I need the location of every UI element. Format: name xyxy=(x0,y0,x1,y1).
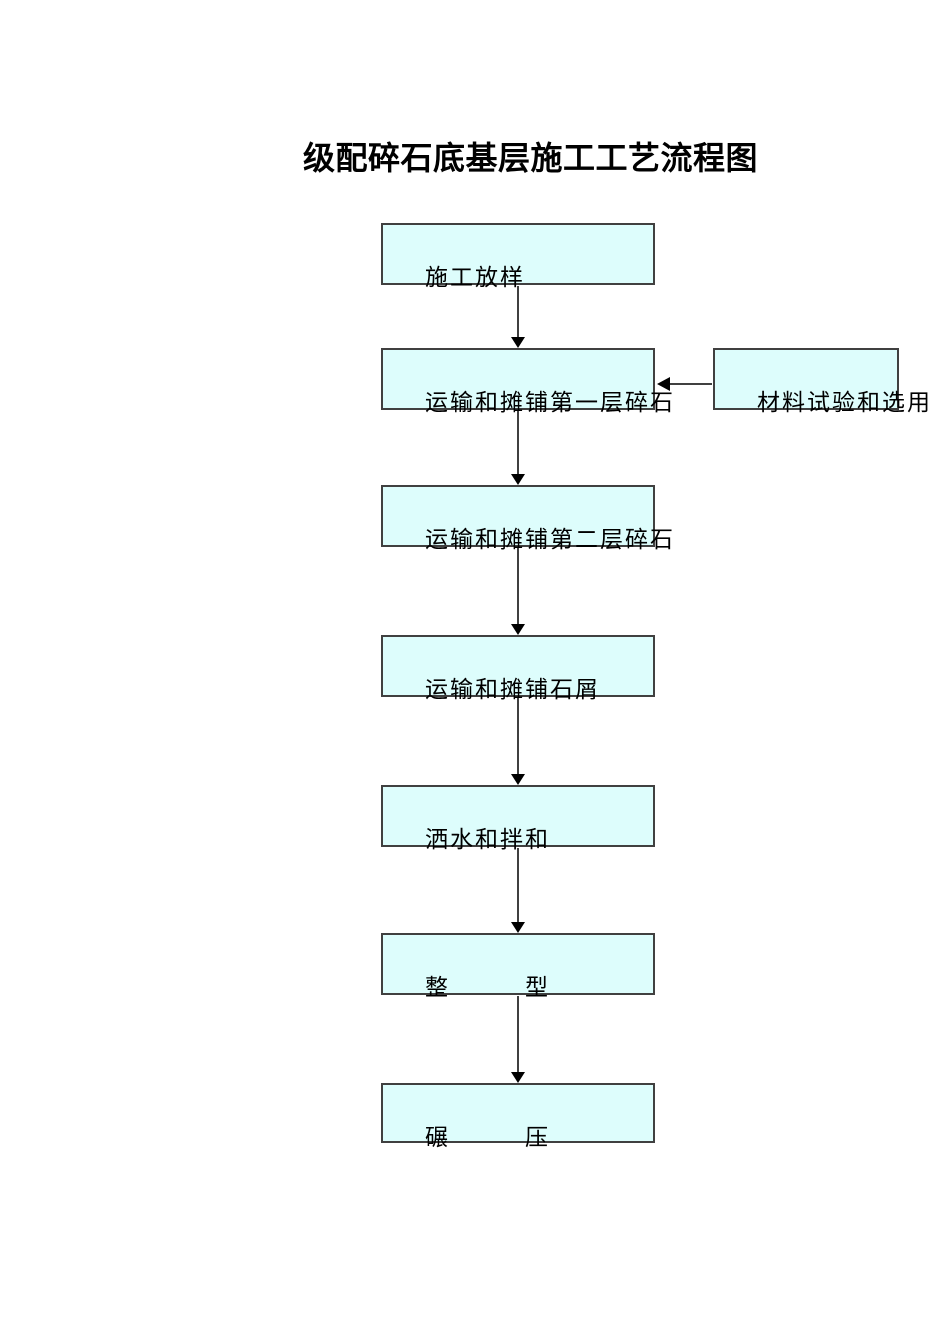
flow-step-label: 运输和摊铺石屑 xyxy=(425,677,600,702)
page-title: 级配碎石底基层施工工艺流程图 xyxy=(303,140,759,176)
down-arrow-2 xyxy=(511,411,525,485)
flow-side-box-material-test: 材料试验和选用 xyxy=(713,348,930,415)
down-arrow-3 xyxy=(511,548,525,635)
flow-step-rolling: 碾 压 xyxy=(381,1083,655,1150)
flow-step-label: 整 型 xyxy=(425,975,550,1000)
flow-step-stone-chips: 运输和摊铺石屑 xyxy=(381,635,655,702)
flow-step-label: 运输和摊铺第二层碎石 xyxy=(425,527,675,552)
flow-step-construction-layout: 施工放样 xyxy=(381,223,655,290)
flow-step-label: 碾 压 xyxy=(425,1125,550,1150)
down-arrow-4 xyxy=(511,698,525,785)
flow-step-label: 施工放样 xyxy=(425,265,525,290)
flow-step-label: 运输和摊铺第一层碎石 xyxy=(425,390,675,415)
flow-step-shaping: 整 型 xyxy=(381,933,655,1000)
flow-step-watering-mixing: 洒水和拌和 xyxy=(381,785,655,852)
down-arrow-1 xyxy=(511,286,525,348)
flow-side-box-label: 材料试验和选用 xyxy=(757,390,932,415)
flow-step-second-layer-gravel: 运输和摊铺第二层碎石 xyxy=(381,485,673,552)
flow-step-label: 洒水和拌和 xyxy=(425,827,550,852)
flow-step-first-layer-gravel: 运输和摊铺第一层碎石 xyxy=(381,348,673,415)
down-arrow-5 xyxy=(511,848,525,933)
down-arrow-6 xyxy=(511,996,525,1083)
